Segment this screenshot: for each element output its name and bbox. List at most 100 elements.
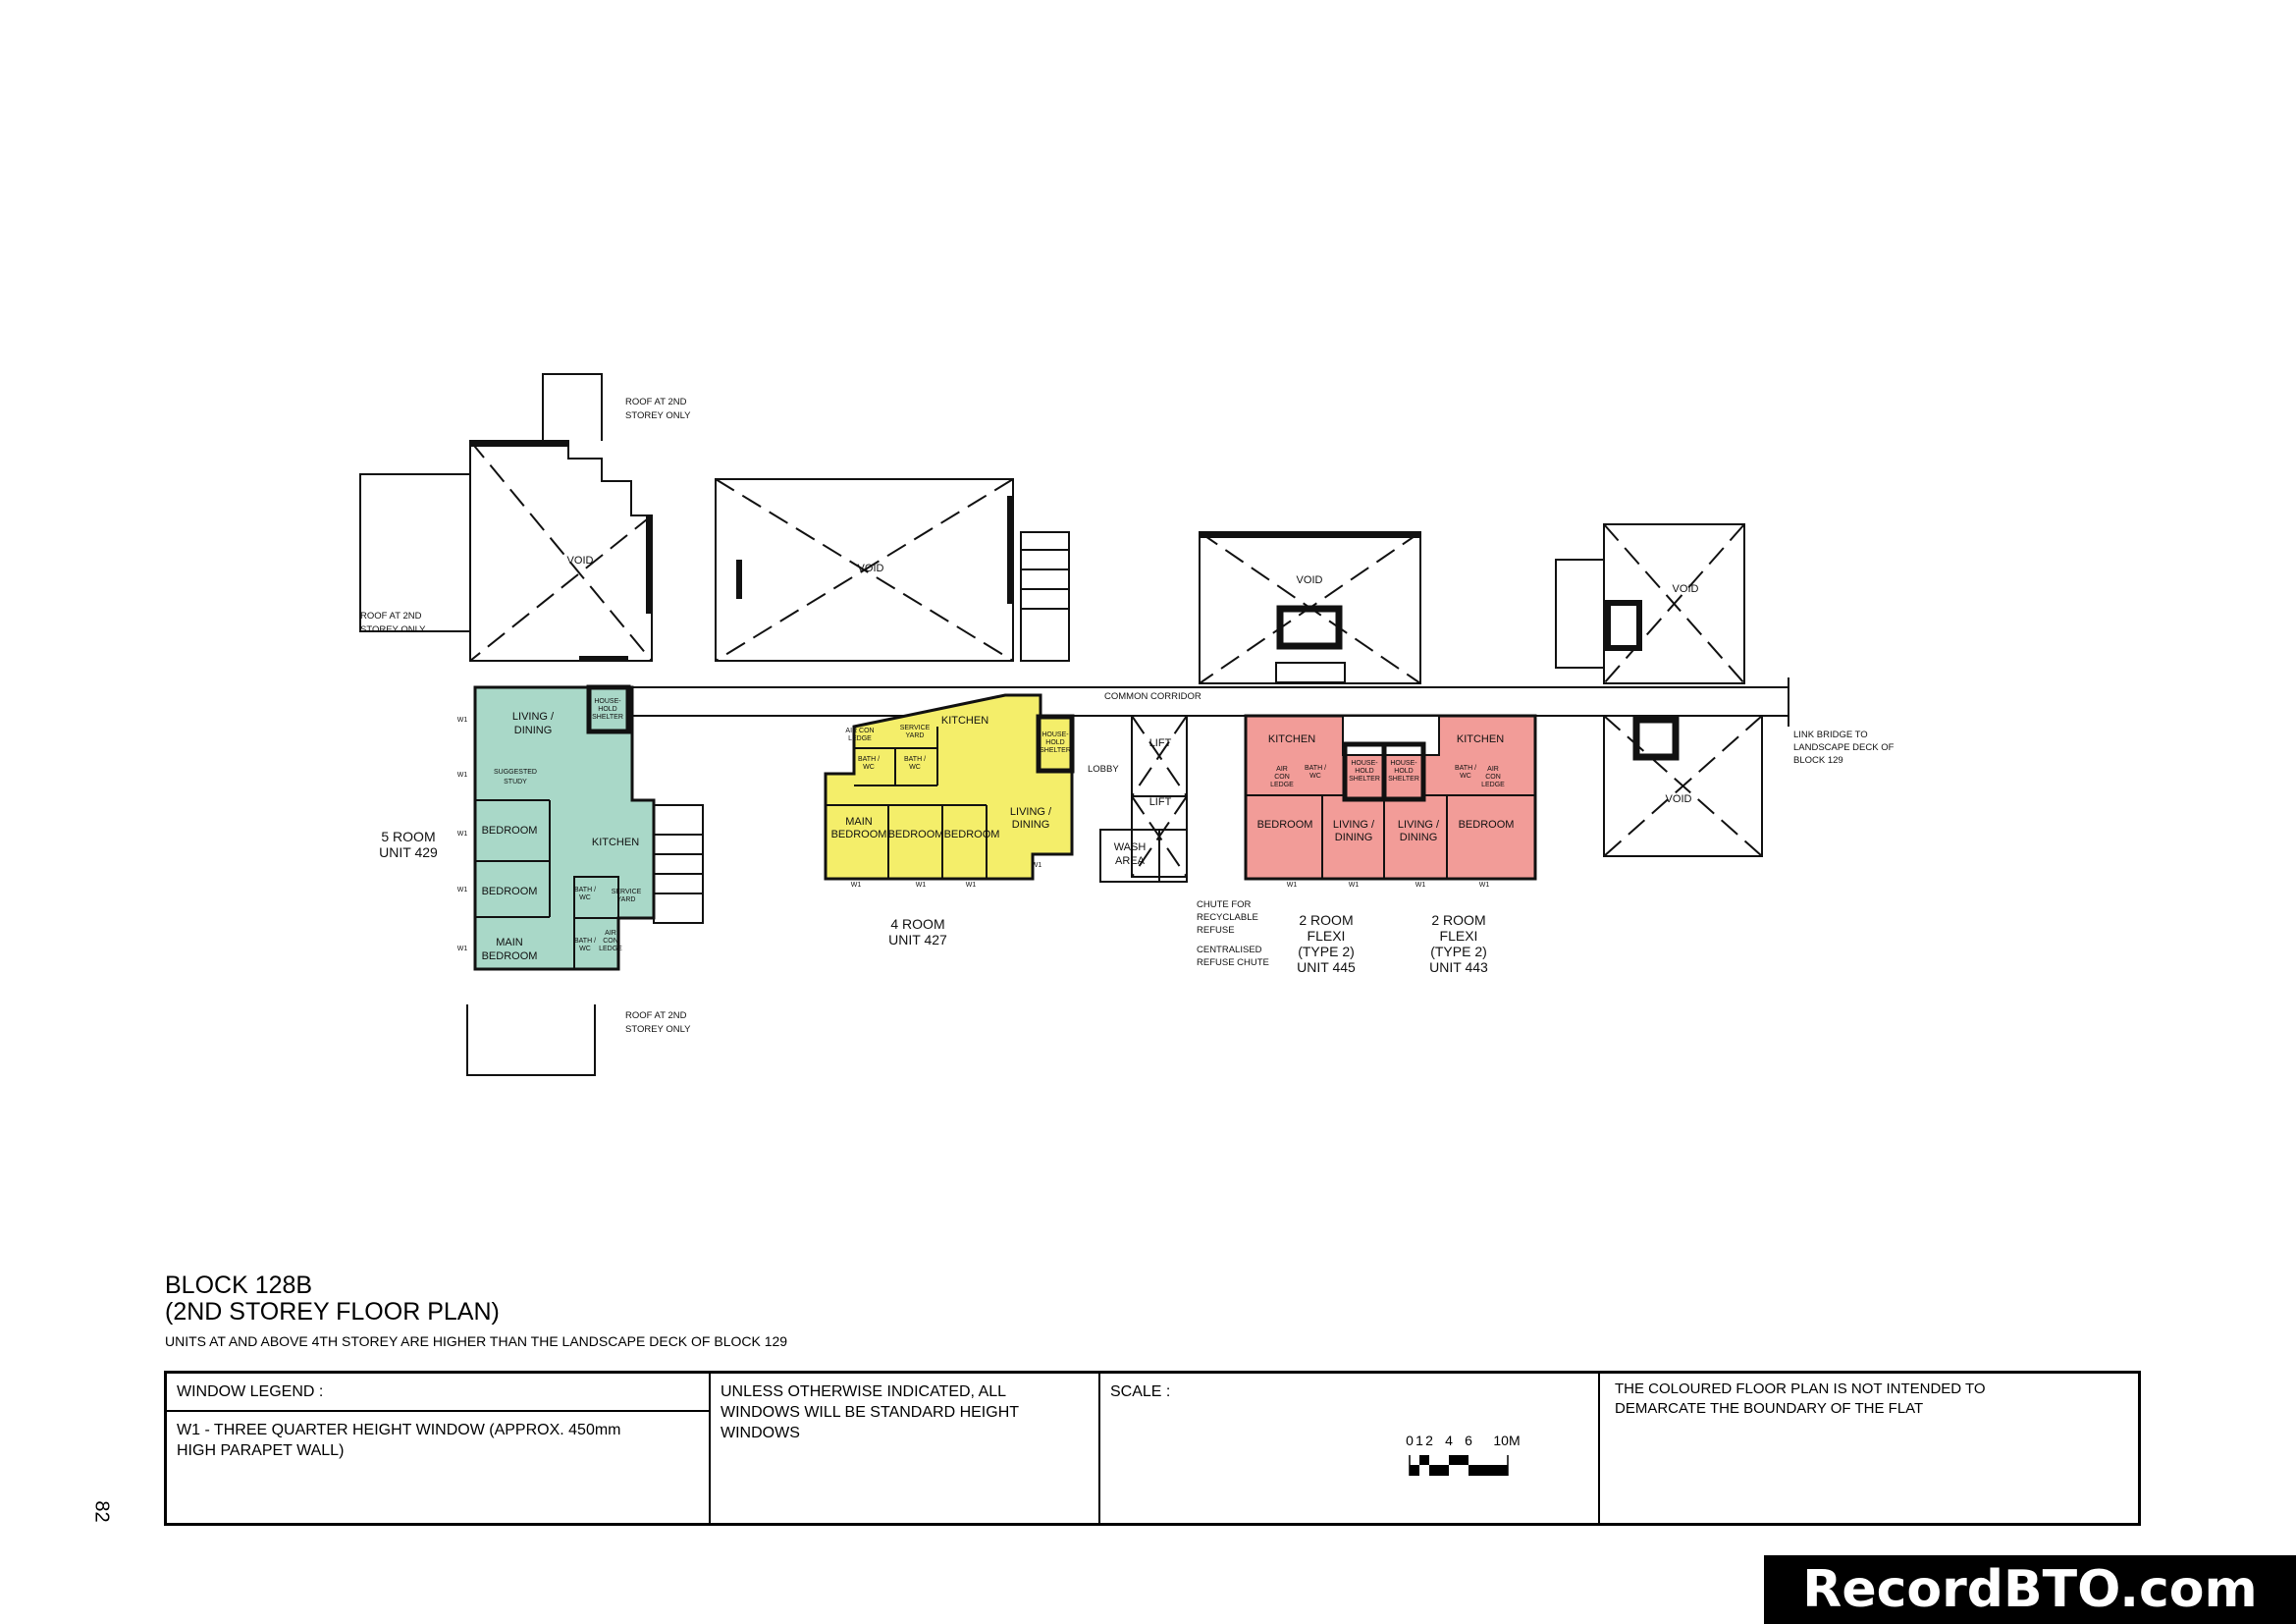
standard-windows-cell: UNLESS OTHERWISE INDICATED, ALL WINDOWS … (711, 1374, 1100, 1523)
lift-label: LIFT (1149, 737, 1172, 749)
room-label: DINING (1400, 832, 1438, 843)
unit-445-443-2-room (1244, 714, 1537, 881)
room-label: HOLD (1045, 739, 1064, 746)
window-label: W1 (1479, 882, 1490, 889)
room-label: DINING (1335, 832, 1373, 843)
window-label: W1 (457, 831, 468, 838)
room-label: HOLD (1355, 768, 1373, 775)
void-label: VOID (1297, 574, 1323, 586)
room-label: BEDROOM (831, 829, 887, 840)
unit-number: UNIT 427 (888, 932, 947, 947)
room-label: WC (863, 764, 875, 771)
storey-title: (2ND STOREY FLOOR PLAN) (165, 1298, 500, 1326)
room-label: KITCHEN (941, 715, 988, 727)
room-label: AIR (605, 930, 616, 937)
room-label: AIR (1276, 766, 1288, 773)
scale-tick: 2 (1425, 1433, 1433, 1448)
room-label: SHELTER (1388, 776, 1419, 783)
room-label: LIVING / (1398, 819, 1440, 831)
void-5 (1603, 715, 1763, 857)
room-label: BEDROOM (944, 829, 1000, 840)
scale-tick: 10M (1493, 1433, 1520, 1448)
room-label: BEDROOM (482, 950, 538, 962)
standard-windows-note: UNLESS OTHERWISE INDICATED, ALL WINDOWS … (721, 1383, 1019, 1441)
room-label: WC (579, 894, 591, 901)
unit-type: (TYPE 2) (1430, 944, 1487, 959)
void-2 (715, 478, 1070, 662)
unit-type: FLEXI (1440, 928, 1478, 944)
scale-tick: 4 (1445, 1433, 1453, 1448)
wash-area-label: AREA (1115, 855, 1146, 867)
unit-number: UNIT 443 (1429, 959, 1488, 975)
common-corridor (631, 677, 1789, 727)
room-label: LIVING / (512, 711, 555, 723)
unit-number: UNIT 429 (379, 844, 438, 860)
link-bridge-label: LANDSCAPE DECK OF (1793, 742, 1895, 753)
void-label: VOID (1673, 583, 1699, 595)
subtitle: UNITS AT AND ABOVE 4TH STOREY ARE HIGHER… (165, 1333, 788, 1349)
room-label: WC (909, 764, 921, 771)
disclaimer-cell: THE COLOURED FLOOR PLAN IS NOT INTENDED … (1600, 1374, 2138, 1523)
scale-tick: 1 (1415, 1433, 1423, 1448)
room-label: LEDGE (599, 946, 622, 952)
window-legend-heading: WINDOW LEGEND : (167, 1374, 709, 1412)
window-label: W1 (916, 882, 927, 889)
window-label: W1 (457, 887, 468, 893)
room-label: LIVING / (1333, 819, 1375, 831)
window-label: W1 (1287, 882, 1298, 889)
roof-note: ROOF AT 2ND (360, 611, 422, 622)
page-title: BLOCK 128B (2ND STOREY FLOOR PLAN) (165, 1272, 500, 1326)
room-label: BEDROOM (1459, 819, 1515, 831)
room-label: LEDGE (1270, 782, 1294, 788)
room-label: CON (1485, 774, 1501, 781)
unit-type: 4 ROOM (890, 916, 944, 932)
window-label: W1 (966, 882, 977, 889)
window-label: W1 (457, 772, 468, 779)
room-label: BATH / (1305, 765, 1326, 772)
void-label: VOID (858, 563, 884, 574)
unit-type: (TYPE 2) (1298, 944, 1355, 959)
room-label: AIR (1487, 766, 1499, 773)
room-label: HOUSE- (1390, 760, 1417, 767)
roof-note: ROOF AT 2ND (625, 1010, 687, 1021)
roof-note: STOREY ONLY (625, 410, 691, 421)
room-label: MAIN (496, 937, 523, 948)
room-label: KITCHEN (1268, 733, 1315, 745)
roof-note: ROOF AT 2ND (625, 397, 687, 407)
block-title: BLOCK 128B (165, 1272, 313, 1299)
chute-label: CHUTE FOR (1197, 899, 1252, 910)
legend-table: WINDOW LEGEND : W1 - THREE QUARTER HEIGH… (164, 1371, 2141, 1526)
scale-cell: SCALE : 0 1 2 4 6 10M (1100, 1374, 1600, 1523)
window-label: W1 (851, 882, 862, 889)
refuse-chute-label: CENTRALISED (1197, 945, 1262, 955)
room-label: YARD (906, 732, 925, 739)
room-label: SHELTER (592, 714, 623, 721)
link-bridge-label: BLOCK 129 (1793, 755, 1843, 766)
room-label: CON (1274, 774, 1290, 781)
room-label: KITCHEN (1457, 733, 1504, 745)
roof-bottom (466, 1004, 596, 1076)
room-label: SUGGESTED (494, 769, 537, 776)
unit-type: 5 ROOM (381, 829, 435, 844)
room-label: BATH / (574, 938, 596, 945)
window-label: W1 (1415, 882, 1426, 889)
room-label: HOUSE- (1351, 760, 1378, 767)
room-label: DINING (1012, 819, 1050, 831)
room-label: BATH / (858, 756, 880, 763)
roof-top (542, 373, 603, 441)
room-label: SERVICE (900, 725, 931, 731)
unit-type: 2 ROOM (1431, 912, 1485, 928)
room-label: LEDGE (848, 735, 872, 742)
room-label: BATH / (904, 756, 926, 763)
room-label: MAIN (845, 816, 873, 828)
void-4 (1555, 523, 1745, 684)
room-label: AIR CON (845, 728, 874, 734)
room-label: STUDY (504, 779, 527, 785)
void-label: VOID (1666, 793, 1692, 805)
roof-note: STOREY ONLY (360, 624, 426, 635)
window-label: W1 (1349, 882, 1360, 889)
scale-tick: 6 (1465, 1433, 1472, 1448)
room-label: HOUSE- (1041, 731, 1069, 738)
room-label: SERVICE (612, 889, 642, 895)
room-label: SHELTER (1349, 776, 1380, 783)
